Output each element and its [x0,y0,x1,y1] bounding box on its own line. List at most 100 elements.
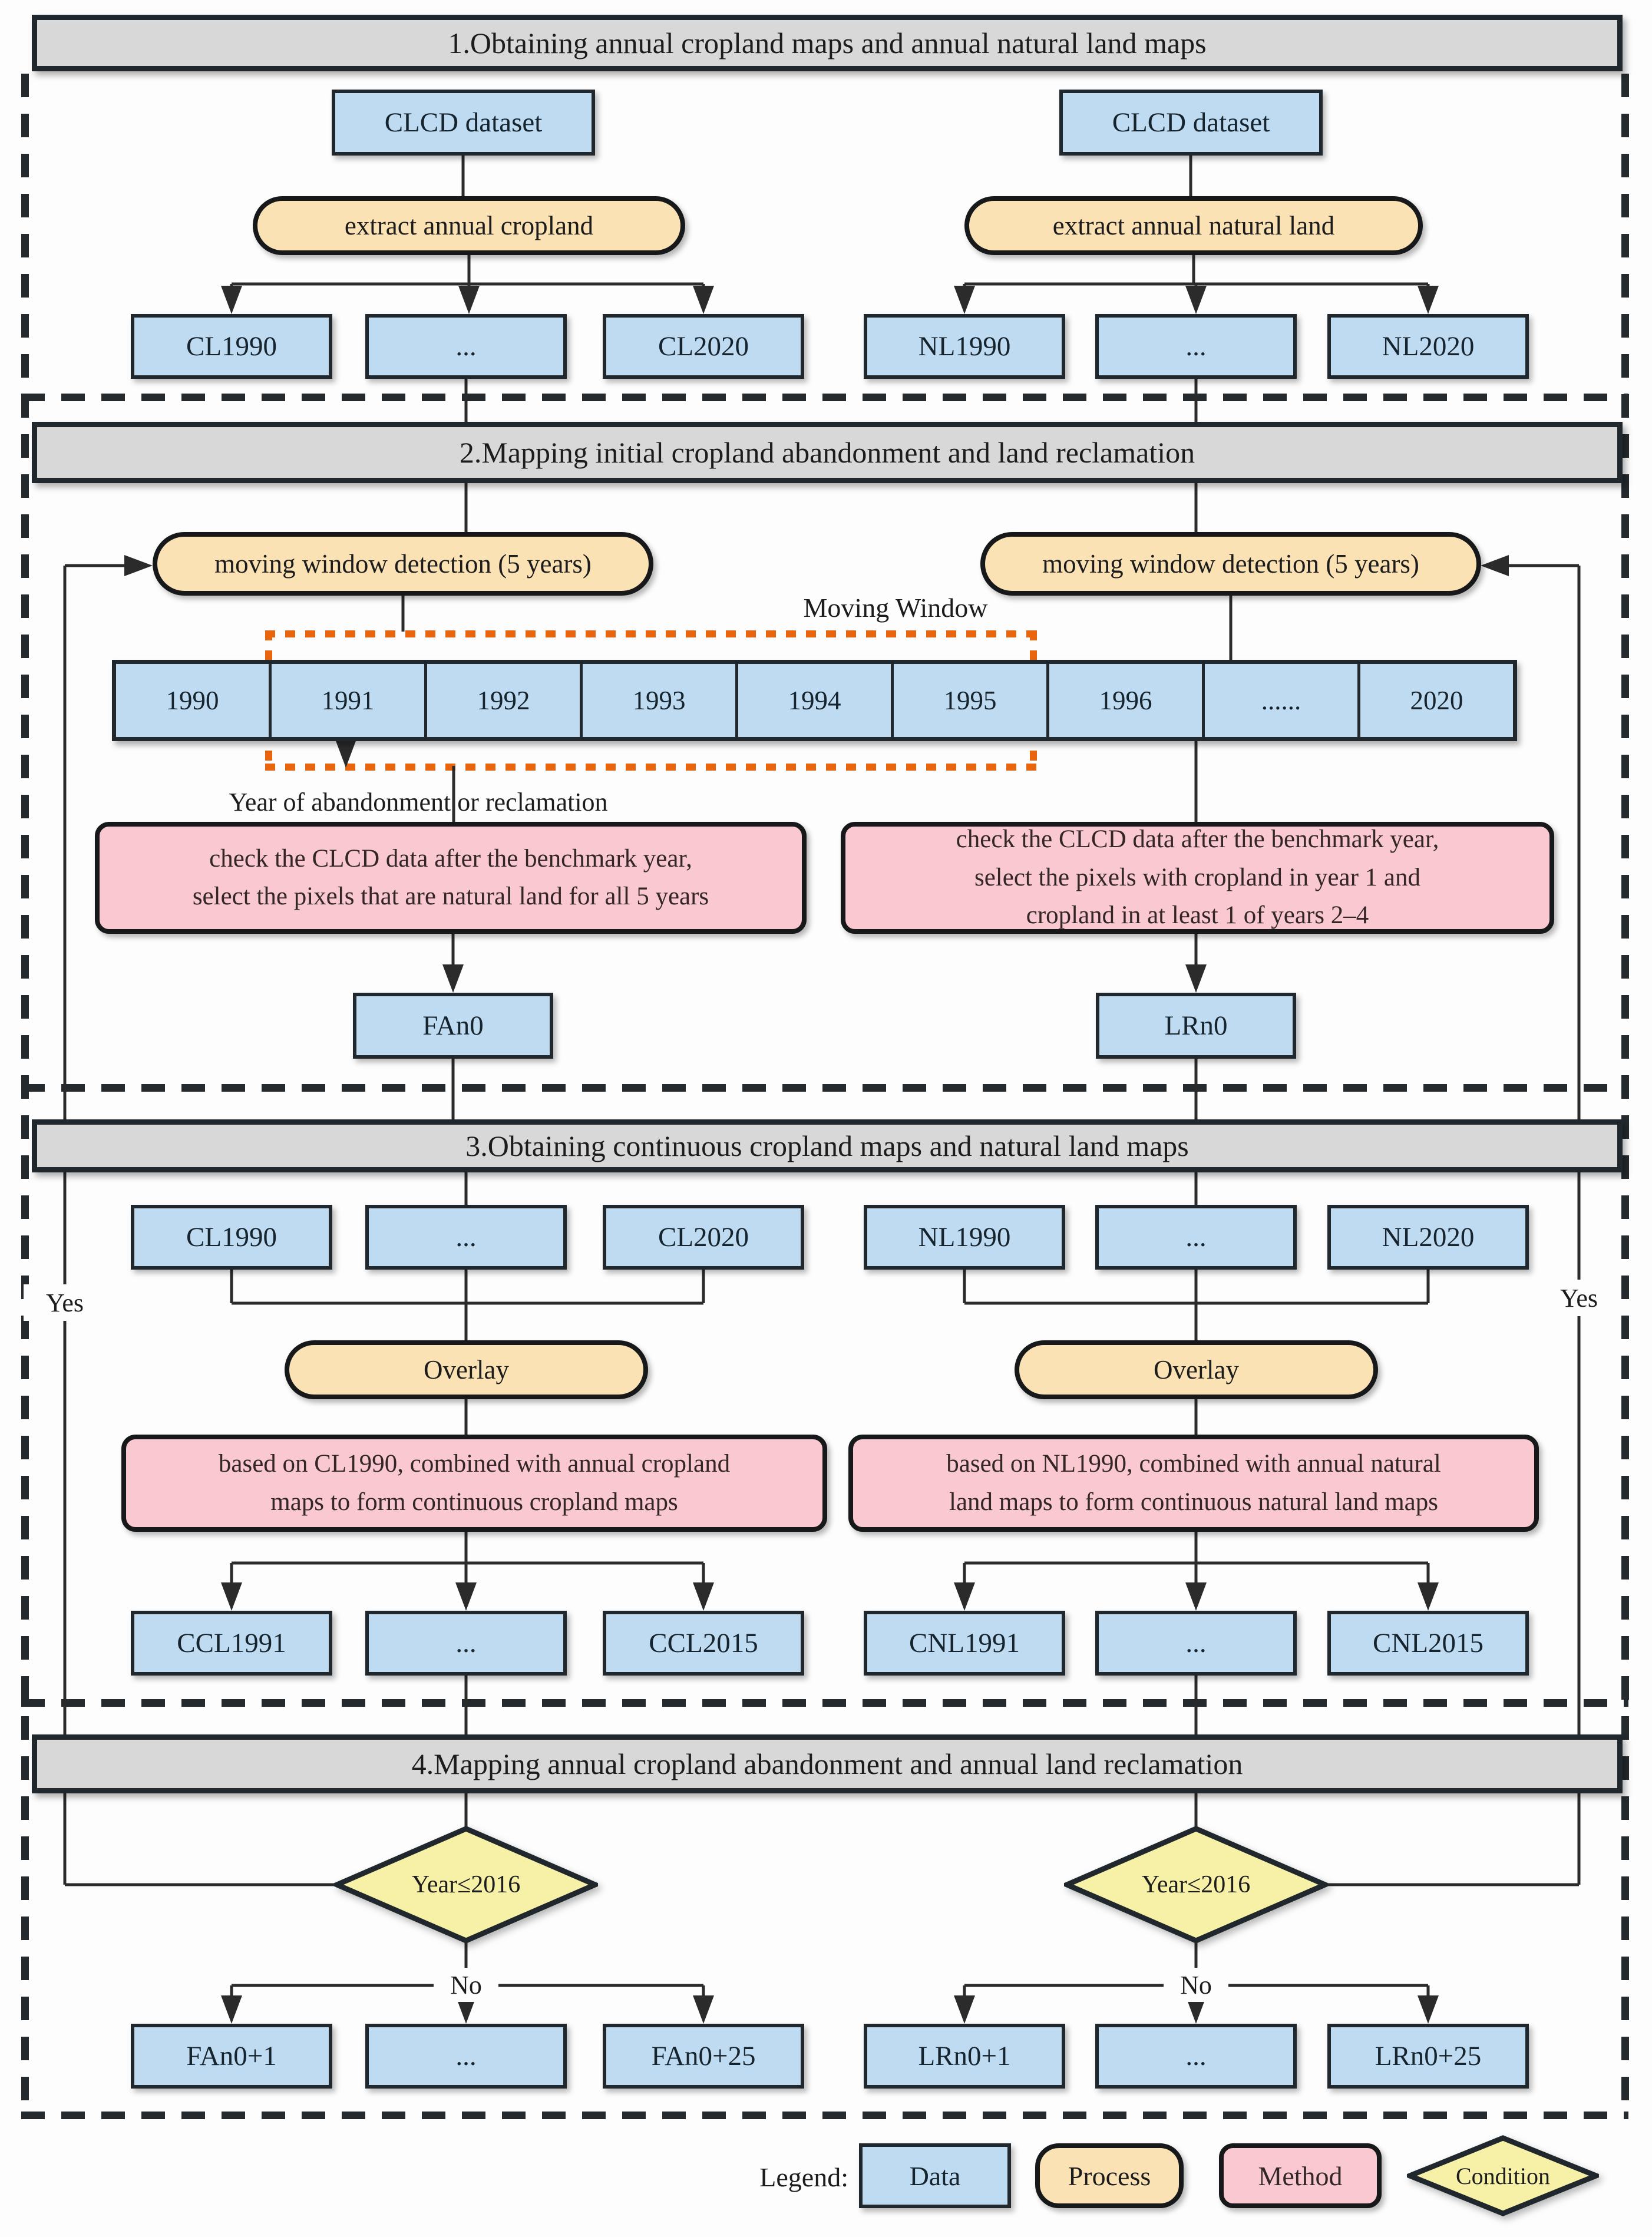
cnl-ellipsis-label: ... [1185,1628,1207,1658]
nl1990-s3-label: NL1990 [918,1222,1011,1253]
fan0p1-label: FAn0+1 [186,2041,277,2071]
year-of-abandonment-label: Year of abandonment or reclamation [165,784,672,820]
dashed-separator-4 [21,2112,1628,2119]
clcd-dataset-box-right: CLCD dataset [1059,90,1323,156]
moving-window-text: Moving Window [803,592,988,623]
no-right-text: No [1180,1970,1212,2000]
nl1990-label: NL1990 [918,331,1011,362]
ccl2015-box: CCL2015 [603,1611,804,1676]
extract-annual-natural-land-label: extract annual natural land [1052,211,1335,240]
yes-right-text: Yes [1560,1283,1598,1313]
nl2020-label: NL2020 [1382,331,1475,362]
method-box-continuous-natural: based on NL1990, combined with annual na… [848,1435,1539,1532]
cl2020-box: CL2020 [603,314,804,379]
dashed-separator-1 [21,394,1628,401]
cl1990-label: CL1990 [186,331,277,362]
ccl-ellipsis-box: ... [365,1611,567,1676]
overlay-left-label: Overlay [424,1355,509,1385]
legend-process-text: Process [1068,2160,1151,2191]
cnl1991-label: CNL1991 [909,1628,1020,1658]
legend-process-swatch: Process [1035,2143,1184,2208]
moving-window-dotted-top [265,630,1037,637]
extract-annual-natural-land-pill: extract annual natural land [964,196,1423,255]
year-strip: 1990 1991 1992 1993 1994 1995 1996 .....… [112,660,1517,741]
clcd-dataset-label-left: CLCD dataset [384,107,543,138]
ccl1991-box: CCL1991 [131,1611,332,1676]
year-of-abandonment-text: Year of abandonment or reclamation [229,787,608,817]
year-cell-1990: 1990 [166,686,219,715]
method-abandonment-text: check the CLCD data after the benchmark … [192,844,709,911]
nl-ellipsis-box-s3: ... [1095,1205,1297,1270]
legend-label: Legend: [695,2159,848,2195]
yes-label-right: Yes [1537,1280,1621,1316]
fan0p1-box: FAn0+1 [131,2024,332,2089]
legend-method-swatch: Method [1219,2143,1382,2208]
section4-title: 4.Mapping annual cropland abandonment an… [411,1747,1243,1780]
clcd-dataset-label-right: CLCD dataset [1112,107,1270,138]
lr-ellipsis-label: ... [1185,2041,1207,2071]
nl2020-box: NL2020 [1327,314,1529,379]
legend-condition-swatch: Condition [1407,2135,1599,2216]
lrn0p25-box: LRn0+25 [1327,2024,1529,2089]
year-cell-1991: 1991 [269,664,424,737]
cl2020-label: CL2020 [658,331,749,362]
moving-window-detection-label-right: moving window detection (5 years) [1042,549,1419,579]
legend-label-text: Legend: [759,2162,848,2192]
overlay-pill-left: Overlay [285,1340,648,1399]
nl-ellipsis-label: ... [1185,331,1207,362]
extract-annual-cropland-label: extract annual cropland [344,211,594,240]
extract-annual-cropland-pill: extract annual cropland [253,196,685,255]
cnl-ellipsis-box: ... [1095,1611,1297,1676]
yes-label-left: Yes [24,1284,106,1321]
lrn0-label: LRn0 [1164,1010,1228,1041]
cnl2015-label: CNL2015 [1373,1628,1484,1658]
moving-window-detection-pill-left: moving window detection (5 years) [153,532,653,596]
lrn0p1-box: LRn0+1 [864,2024,1065,2089]
nl2020-s3-label: NL2020 [1382,1222,1475,1253]
moving-window-dotted-bottom [265,764,1037,771]
no-left-text: No [450,1970,482,2000]
section3-header: 3.Obtaining continuous cropland maps and… [32,1119,1623,1172]
fan0p25-box: FAn0+25 [603,2024,804,2089]
condition-left-label: Year≤2016 [411,1871,521,1898]
moving-window-label: Moving Window [772,589,1019,626]
legend-condition-text: Condition [1455,2162,1551,2189]
cl2020-box-s3: CL2020 [603,1205,804,1270]
condition-right-label: Year≤2016 [1141,1871,1251,1898]
nl1990-box: NL1990 [864,314,1065,379]
lrn0p1-label: LRn0+1 [918,2041,1011,2071]
cl-ellipsis-s3-label: ... [455,1222,477,1253]
year-cell-1996: 1996 [1046,664,1202,737]
clcd-dataset-box-left: CLCD dataset [332,90,595,156]
method-box-abandonment: check the CLCD data after the benchmark … [95,822,807,934]
method-box-reclamation: check the CLCD data after the benchmark … [841,822,1554,934]
year-cell-1993: 1993 [580,664,735,737]
condition-diamond-right: Year≤2016 [1064,1826,1328,1944]
legend-method-text: Method [1258,2160,1343,2191]
dashed-border-right [1621,74,1629,2116]
nl2020-box-s3: NL2020 [1327,1205,1529,1270]
dashed-border-left [21,74,29,2116]
section4-header: 4.Mapping annual cropland abandonment an… [32,1734,1623,1793]
lr-ellipsis-box: ... [1095,2024,1297,2089]
cnl1991-box: CNL1991 [864,1611,1065,1676]
fan0-box: FAn0 [353,993,553,1059]
ccl1991-label: CCL1991 [177,1628,286,1658]
method-continuous-natural-text: based on NL1990, combined with annual na… [946,1450,1441,1516]
condition-diamond-left: Year≤2016 [334,1826,598,1944]
method-continuous-cropland-text: based on CL1990, combined with annual cr… [218,1450,731,1516]
cl2020-s3-label: CL2020 [658,1222,749,1253]
cnl2015-box: CNL2015 [1327,1611,1529,1676]
ccl2015-label: CCL2015 [649,1628,758,1658]
method-reclamation-text: check the CLCD data after the benchmark … [956,825,1439,930]
moving-window-detection-label-left: moving window detection (5 years) [214,549,592,579]
nl1990-box-s3: NL1990 [864,1205,1065,1270]
fan0p25-label: FAn0+25 [651,2041,756,2071]
year-cell-1995: 1995 [891,664,1046,737]
cl-ellipsis-label: ... [455,331,477,362]
yes-left-text: Yes [45,1288,84,1317]
lrn0-box: LRn0 [1096,993,1296,1059]
section2-title: 2.Mapping initial cropland abandonment a… [459,436,1195,469]
